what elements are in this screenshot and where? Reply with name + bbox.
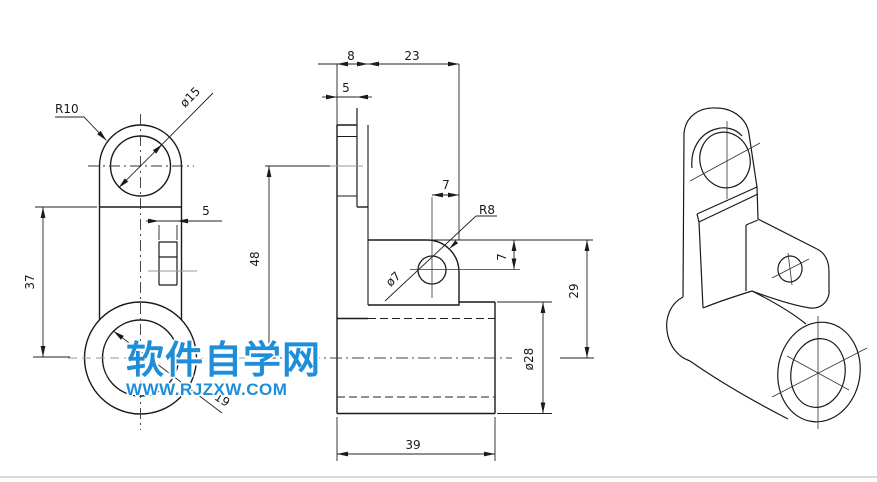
dim-l23: 23 (404, 49, 419, 63)
dim-r10: R10 (55, 102, 79, 116)
iso-cylinder (666, 290, 861, 423)
dim-rib5: 5 (202, 204, 210, 218)
bottom-divider (0, 476, 877, 478)
front-view: R10 ø15 5 37 19 (23, 84, 246, 430)
iso-arm (745, 218, 830, 309)
side-view: 8 23 5 7 R8 ø7 7 29 ø28 39 48 (248, 49, 594, 461)
front-rib (158, 241, 178, 286)
dim-top7: 7 (442, 178, 450, 192)
isometric-view (666, 107, 868, 429)
side-crosshairs (410, 197, 520, 298)
iso-lug-hole-rim (691, 127, 743, 169)
dim-h48: 48 (248, 251, 262, 266)
iso-face-bore (790, 338, 846, 408)
r8-leader-arrow (449, 240, 459, 249)
dim-t8: 8 (347, 49, 355, 63)
side-hidden-lines (337, 317, 495, 398)
iso-face-outer (777, 321, 861, 423)
front-dim-texts: R10 ø15 5 37 19 (23, 84, 232, 409)
dim-d28: ø28 (522, 348, 536, 371)
dim-d15: ø15 (177, 84, 203, 110)
dim-b5: 5 (342, 81, 350, 95)
iso-lug-hole (699, 131, 751, 189)
front-centerlines (88, 114, 194, 430)
iso-lug (682, 107, 759, 309)
side-view-outline (336, 108, 496, 415)
iso-centerlines (689, 121, 868, 429)
front-dimensions (33, 92, 223, 414)
dim-h29: 29 (567, 283, 581, 298)
side-dim-texts: 8 23 5 7 R8 ø7 7 29 ø28 39 48 (248, 49, 581, 452)
iso-arm-hole (777, 255, 803, 283)
side-dimensions (265, 61, 594, 461)
dim-d19: 19 (212, 390, 232, 410)
dim-h37: 37 (23, 274, 37, 289)
dim-right7: 7 (495, 253, 509, 261)
dim-len39: 39 (405, 438, 420, 452)
dim-r8: R8 (479, 203, 495, 217)
